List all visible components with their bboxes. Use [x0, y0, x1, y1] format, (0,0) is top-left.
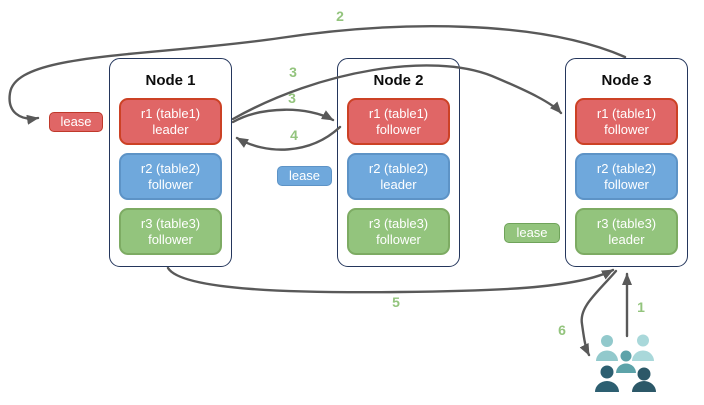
node2-range-r1: r1 (table1) follower: [347, 98, 450, 145]
step-label-5: 5: [392, 294, 400, 310]
range-role: follower: [376, 121, 421, 137]
range-role: follower: [148, 176, 193, 192]
step-label-1: 1: [637, 299, 645, 315]
node1-box: Node 1 r1 (table1) leader r2 (table2) fo…: [109, 58, 232, 267]
range-name: r1 (table1): [368, 105, 429, 121]
arrow-step4-node2-to-node1: [235, 125, 342, 151]
node1-range-r2: r2 (table2) follower: [119, 153, 222, 200]
node3-title: Node 3: [601, 72, 652, 89]
range-name: r3 (table3): [368, 215, 429, 231]
range-name: r2 (table2): [368, 160, 429, 176]
users-group-icon: [595, 334, 656, 392]
arrow-step2-node3-to-lease1: [8, 25, 627, 125]
range-name: r3 (table3): [596, 215, 657, 231]
range-role: leader: [152, 121, 189, 137]
arrow-step5-node1-to-node3: [166, 266, 615, 294]
range-role: follower: [604, 121, 649, 137]
node3-box: Node 3 r1 (table1) follower r2 (table2) …: [565, 58, 688, 267]
step-label-3b: 3: [288, 90, 296, 106]
step-label-3a: 3: [289, 64, 297, 80]
lease-badge-r1: lease: [49, 112, 103, 132]
arrow-step3-node1-to-node2: [231, 108, 335, 124]
range-name: r3 (table3): [140, 215, 201, 231]
step-label-2: 2: [336, 8, 344, 24]
lease-badge-r2: lease: [277, 166, 332, 186]
range-role: leader: [380, 176, 417, 192]
user-back-right-icon: [632, 334, 654, 361]
node3-range-r3: r3 (table3) leader: [575, 208, 678, 255]
range-name: r2 (table2): [140, 160, 201, 176]
node2-range-r3: r3 (table3) follower: [347, 208, 450, 255]
range-role: leader: [608, 231, 645, 247]
user-middle-icon: [616, 350, 636, 373]
range-role: follower: [604, 176, 649, 192]
node1-title: Node 1: [145, 72, 196, 89]
user-front-left-icon: [595, 365, 619, 392]
step-label-6: 6: [558, 322, 566, 338]
node2-range-r2: r2 (table2) leader: [347, 153, 450, 200]
node1-range-r3: r3 (table3) follower: [119, 208, 222, 255]
node2-box: Node 2 r1 (table1) follower r2 (table2) …: [337, 58, 460, 267]
node3-range-r2: r2 (table2) follower: [575, 153, 678, 200]
range-role: follower: [148, 231, 193, 247]
node3-range-r1: r1 (table1) follower: [575, 98, 678, 145]
step-label-4: 4: [290, 127, 298, 143]
node1-range-r1: r1 (table1) leader: [119, 98, 222, 145]
range-name: r2 (table2): [596, 160, 657, 176]
lease-badge-r3: lease: [504, 223, 560, 243]
user-front-right-icon: [632, 367, 656, 392]
range-name: r1 (table1): [140, 105, 201, 121]
node2-title: Node 2: [373, 72, 424, 89]
range-role: follower: [376, 231, 421, 247]
user-back-left-icon: [596, 335, 618, 361]
range-name: r1 (table1): [596, 105, 657, 121]
